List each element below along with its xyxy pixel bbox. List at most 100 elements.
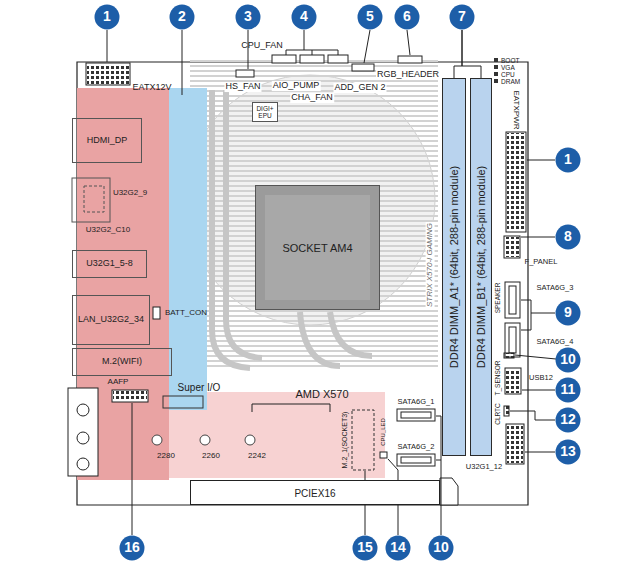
callout-text: 10	[433, 540, 449, 555]
screw-hole	[200, 435, 210, 445]
text-group: 8	[564, 229, 572, 244]
connector-label: BATT_CON	[164, 309, 208, 318]
memory-slot: DDR4 DIMM_A1* (64bit, 288-pin module)	[442, 78, 466, 456]
callout-number: 3	[235, 4, 261, 30]
callout-circle	[556, 440, 581, 465]
clear-header	[504, 406, 509, 416]
spacer	[504, 290, 505, 291]
connector-label: SATA6G_4	[536, 338, 575, 346]
slot-latch	[440, 478, 458, 505]
io-port: U32G1_5-8	[72, 250, 147, 278]
sensor-header	[504, 353, 514, 358]
module-slot: M.2(WIFI)	[72, 348, 172, 376]
callout-text: 10	[560, 352, 576, 367]
callout-circle	[292, 5, 317, 30]
led-label: DRAM	[500, 78, 521, 85]
text-group: 10	[560, 352, 576, 367]
callout-circle	[450, 5, 475, 30]
callout-number: 16	[119, 535, 145, 561]
screw-hole	[245, 435, 255, 445]
sata-port	[401, 412, 431, 418]
text-group: 10	[433, 540, 449, 555]
text-group: 1	[564, 152, 572, 167]
sata-port	[505, 282, 520, 318]
callout-text: 2	[178, 9, 186, 24]
text-group: DIGI+ EPU	[255, 105, 275, 119]
part-name: SOCKET AM4	[282, 241, 352, 253]
text-group: SOCKET AM4	[282, 241, 352, 253]
text-group: 2	[178, 9, 186, 24]
fan-header	[328, 55, 348, 63]
connector-label: HS_FAN	[224, 82, 261, 92]
callout-text: 3	[244, 9, 252, 24]
callout-circle	[353, 536, 378, 561]
sata-port	[509, 327, 516, 353]
sata-port	[401, 457, 431, 463]
callout-circle	[556, 301, 581, 326]
memory-slot: DDR4 DIMM_B1* (64bit, 288-pin module)	[470, 78, 492, 456]
connector-pins	[87, 64, 129, 84]
callout-number: 8	[555, 224, 581, 250]
part-name: HDMI_DP	[87, 136, 128, 146]
connector-pins	[507, 425, 523, 463]
callout-number: 11	[555, 377, 581, 403]
callout-circle	[386, 536, 411, 561]
power-connector	[86, 63, 130, 85]
connector-label: RGB_HEADER	[376, 70, 440, 80]
connector-label: EATXPWR	[512, 90, 521, 131]
callout-circle	[429, 536, 454, 561]
connector-pins	[506, 369, 520, 393]
callout-circle	[95, 5, 120, 30]
dimension-label: 2280	[156, 452, 176, 461]
fan-header	[236, 70, 254, 77]
io-port: LAN_U32G2_34	[72, 295, 150, 345]
callout-number: 1	[555, 147, 581, 173]
callout-text: 13	[560, 444, 576, 459]
port-label: U32G2_9	[112, 189, 148, 198]
part-name: DDR4 DIMM_A1* (64bit, 288-pin module)	[448, 166, 460, 368]
led-label: CPU	[500, 71, 516, 78]
connector-label: SATA6G_3	[536, 284, 575, 292]
connector-pins	[507, 133, 525, 231]
status-led	[494, 79, 498, 83]
callout-text: 6	[403, 9, 411, 24]
chip-label: Super I/O	[177, 382, 222, 393]
sata-port	[397, 454, 435, 466]
callout-text: 8	[564, 229, 572, 244]
part-name: DIGI+ EPU	[255, 105, 275, 119]
connector-label: SATA6G_2	[397, 443, 436, 451]
callout-number: 10	[555, 347, 581, 373]
chip-label: AMD X570	[294, 388, 349, 400]
callout-text: 11	[561, 382, 576, 397]
text-group: 14	[390, 540, 406, 555]
leader-line	[527, 160, 555, 161]
leader-line	[286, 30, 338, 55]
text-group: U32G1_5-8	[86, 259, 133, 269]
part-name: LAN_U32G2_34	[78, 315, 144, 325]
callout-number: 13	[555, 439, 581, 465]
connector-label: F_PANEL	[524, 258, 559, 266]
io-port: HDMI_DP	[72, 118, 142, 163]
callout-text: 15	[357, 540, 373, 555]
leader-line	[510, 411, 555, 420]
text-group: 5	[366, 9, 374, 24]
status-led	[380, 452, 387, 458]
connector-pins	[505, 237, 519, 257]
screw-hole	[152, 435, 162, 445]
super-io-chip	[163, 396, 203, 408]
sata-port	[505, 323, 520, 357]
callout-circle	[170, 5, 195, 30]
led-label: BOOT	[500, 57, 520, 64]
usb-header	[506, 424, 524, 464]
leader-line	[436, 416, 441, 535]
callout-circle	[556, 148, 581, 173]
text-group: M.2(WIFI)	[102, 357, 142, 367]
callout-text: 14	[390, 540, 406, 555]
power-connector	[506, 132, 526, 232]
leader-line	[525, 452, 555, 453]
callout-number: 9	[555, 300, 581, 326]
callout-circle	[395, 5, 420, 30]
led-label: CPU_LED	[380, 417, 387, 447]
leader-line	[521, 237, 555, 238]
callout-number: 12	[555, 407, 581, 433]
